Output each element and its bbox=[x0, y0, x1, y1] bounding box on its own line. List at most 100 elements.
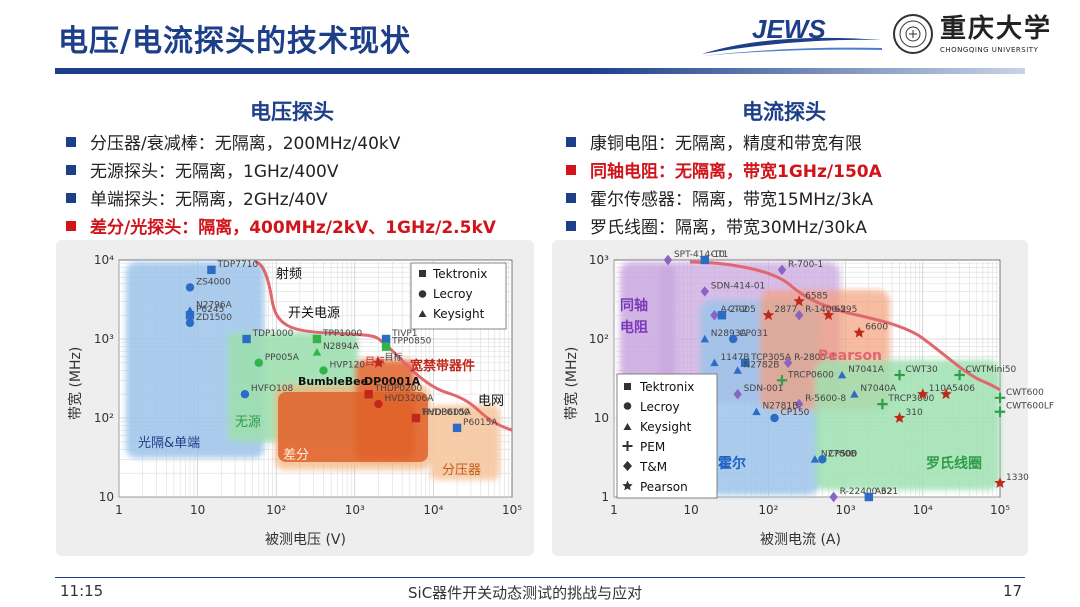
marker-triangle bbox=[700, 334, 709, 343]
legend-circle-icon bbox=[623, 402, 632, 410]
point-label: SPT-414-10 bbox=[674, 250, 725, 260]
marker-circle bbox=[374, 399, 383, 409]
point-label: HVD3206A bbox=[384, 394, 434, 404]
marker-diamond bbox=[794, 310, 804, 321]
x-tick-label: 10 bbox=[684, 503, 699, 517]
point-label: R-1400-2 bbox=[805, 305, 846, 315]
page-title: 电压/电流探头的技术现状 bbox=[58, 24, 411, 59]
marker-diamond bbox=[710, 310, 719, 321]
marker-diamond bbox=[663, 254, 673, 266]
current-bullet-text: 霍尔传感器：隔离，带宽15MHz/3kA bbox=[590, 190, 874, 210]
current-regions bbox=[620, 262, 1000, 495]
footer-page-number: 17 bbox=[1003, 582, 1023, 600]
region-label-coax-line2: 电阻 bbox=[620, 319, 648, 336]
point-label: 2877 bbox=[774, 305, 797, 315]
point-label: TIVP1 bbox=[391, 329, 417, 339]
marker-star bbox=[940, 388, 952, 400]
legend-star-icon bbox=[622, 480, 633, 491]
bullet-square-icon bbox=[66, 193, 76, 203]
region-label-pearson: Pearson bbox=[818, 348, 882, 364]
region-label-differential: 差分 bbox=[283, 448, 309, 463]
marker-triangle bbox=[752, 407, 761, 416]
point-label: ZS4000 bbox=[196, 277, 231, 287]
x-tick-label: 10⁴ bbox=[423, 503, 443, 517]
voltage-bullet-highlight: 差分/光探头：隔离，400MHz/2kV、1GHz/2.5kV bbox=[66, 213, 496, 238]
point-label: SDN-414-01 bbox=[711, 281, 766, 291]
marker-plus bbox=[894, 369, 905, 381]
y-tick-label: 10 bbox=[99, 490, 114, 504]
marker-plus bbox=[877, 398, 888, 410]
bullet-square-icon bbox=[66, 221, 76, 231]
x-tick-label: 1 bbox=[115, 503, 123, 517]
current-probe-heading: 电流探头 bbox=[742, 100, 826, 124]
point-label: 6585 bbox=[805, 291, 828, 301]
y-tick-label: 1 bbox=[601, 490, 609, 504]
current-x-axis-label: 被测电流 (A) bbox=[760, 532, 841, 548]
university-logo: 重庆大学 CHONGQING UNIVERSITY bbox=[940, 14, 1052, 54]
point-label: N2781B bbox=[762, 402, 798, 412]
point-label: 110A bbox=[929, 384, 953, 394]
point-label: 1330 bbox=[1006, 473, 1029, 483]
point-label: TPP1000 bbox=[322, 329, 363, 339]
x-tick-label: 1 bbox=[610, 503, 618, 517]
marker-diamond bbox=[794, 398, 804, 410]
current-legend: Tektronix Lecroy Keysight PEM T&M Pearso… bbox=[616, 373, 718, 499]
x-tick-label: 10 bbox=[190, 503, 205, 517]
point-label: N2894A bbox=[323, 342, 360, 352]
marker-star bbox=[372, 356, 385, 368]
voltage-boundary-curve bbox=[254, 260, 513, 432]
point-label: CT-2 bbox=[728, 305, 748, 315]
legend-label: PEM bbox=[640, 440, 665, 454]
point-label: TPP0850 bbox=[391, 337, 432, 347]
voltage-bullet-text: 分压器/衰减棒：无隔离，200MHz/40kV bbox=[90, 134, 401, 154]
current-y-axis-label: 带宽 (MHz) bbox=[563, 347, 580, 420]
voltage-bullet: 单端探头：无隔离，2GHz/40V bbox=[66, 185, 328, 210]
voltage-bullet: 分压器/衰减棒：无隔离，200MHz/40kV bbox=[66, 129, 400, 154]
region-label-optical: 光隔&单端 bbox=[138, 436, 200, 451]
point-label: N2796A bbox=[196, 300, 233, 310]
annotation-grid: 电网 bbox=[478, 394, 504, 409]
current-bullet-text: 罗氏线圈：隔离，带宽30MHz/30kA bbox=[590, 218, 867, 238]
marker-triangle bbox=[312, 348, 322, 356]
bullet-square-icon bbox=[66, 137, 76, 147]
legend-triangle-icon bbox=[418, 310, 427, 317]
current-bullet: 罗氏线圈：隔离，带宽30MHz/30kA bbox=[566, 213, 867, 238]
marker-plus bbox=[776, 375, 788, 386]
x-tick-label: 10² bbox=[758, 503, 778, 517]
current-points: SPT-414-10SDN-414-01CT1R-700-1A-2-005CT-… bbox=[663, 250, 1054, 503]
legend-plus-icon bbox=[622, 441, 633, 451]
annotation-smps: 开关电源 bbox=[288, 306, 340, 321]
legend-label: T&M bbox=[639, 460, 667, 474]
point-label: ZD1500 bbox=[196, 313, 232, 323]
legend-circle-icon bbox=[418, 290, 427, 298]
marker-square bbox=[740, 358, 750, 367]
point-label: P6245 bbox=[196, 305, 224, 315]
marker-triangle bbox=[810, 455, 820, 463]
y-tick-label: 10⁴ bbox=[94, 253, 114, 267]
bullet-square-icon bbox=[566, 193, 576, 203]
point-label: CWT600 bbox=[1006, 388, 1044, 398]
x-tick-label: 10³ bbox=[836, 503, 856, 517]
footer-title: SiC器件开关动态测试的挑战与应对 bbox=[408, 584, 643, 602]
marker-diamond bbox=[733, 389, 742, 400]
point-label: CP500 bbox=[828, 449, 857, 459]
marker-star bbox=[893, 412, 906, 423]
point-label: 5406 bbox=[952, 384, 975, 394]
point-label: THDP0200 bbox=[374, 384, 423, 394]
legend-label: Lecroy bbox=[640, 400, 680, 414]
footer-divider bbox=[55, 577, 1025, 578]
point-label: P6015A bbox=[463, 418, 498, 428]
voltage-x-axis-label: 被测电压 (V) bbox=[265, 532, 346, 548]
marker-square bbox=[717, 311, 727, 320]
legend-label: Tektronix bbox=[639, 380, 694, 394]
legend-label: Keysight bbox=[433, 307, 485, 321]
marker-circle bbox=[319, 366, 328, 375]
legend-label: Lecroy bbox=[433, 287, 473, 301]
marker-plus bbox=[994, 392, 1006, 404]
header-divider bbox=[55, 68, 1025, 74]
y-tick-label: 10² bbox=[589, 332, 609, 346]
marker-plus bbox=[954, 369, 965, 381]
